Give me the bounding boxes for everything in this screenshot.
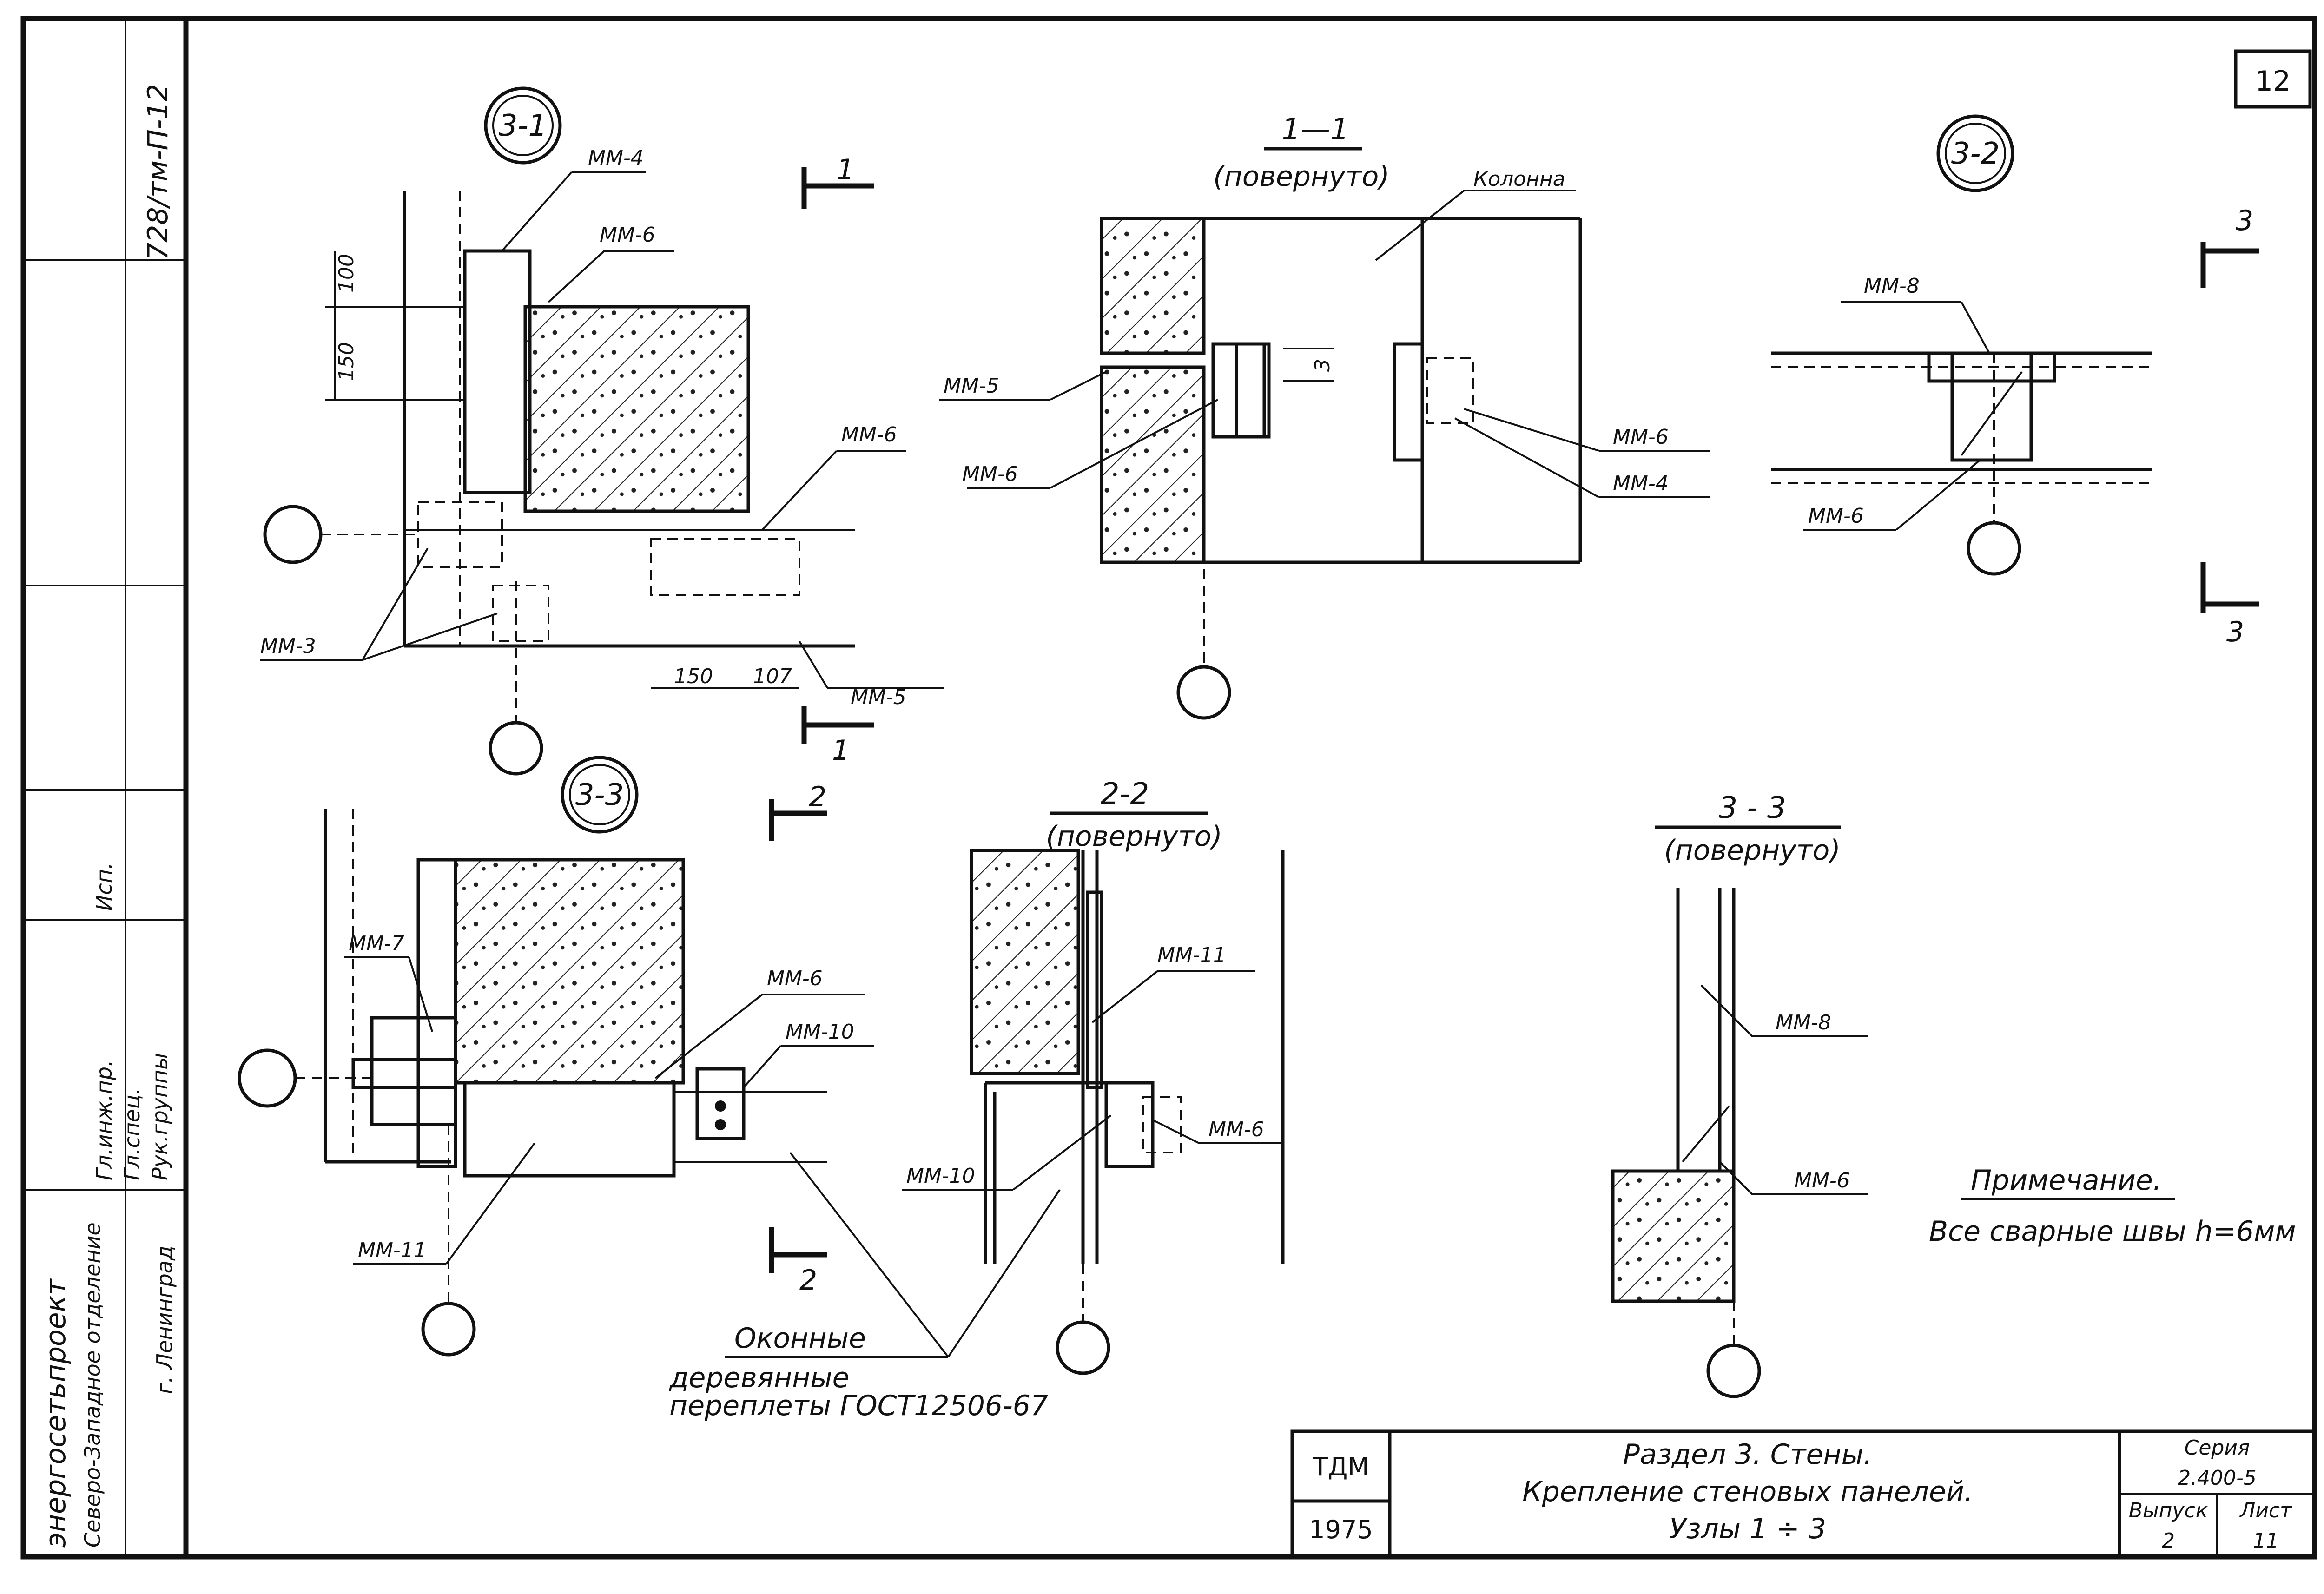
panel-3-3-base [1611, 1169, 1736, 1303]
axis-marker-s33 [1706, 1344, 1761, 1398]
label-mm7-n3: ММ-7 [349, 932, 404, 955]
sheet-number-box [2234, 49, 2312, 109]
dim-100-v: 100 [335, 254, 358, 293]
panel-2-2 [970, 849, 1080, 1075]
label-mm6-n2: ММ-6 [1808, 504, 1864, 528]
axis-marker-n3-left [238, 1048, 297, 1108]
axis-marker-n1-bottom [489, 721, 543, 776]
side-strip: 728/тм-П-12 энергосетьпроект Северо-Запа… [23, 19, 186, 1557]
window-note-line1: Оконные [734, 1322, 866, 1355]
tb-line1: Раздел 3. Стены. [1623, 1438, 1872, 1471]
label-mm6-s11b: ММ-6 [1613, 425, 1669, 449]
side-code: 728/тм-П-12 [142, 84, 174, 260]
label-mm6-s22: ММ-6 [1208, 1118, 1264, 1141]
tb-sheet-label: Лист [2239, 1499, 2292, 1522]
label-mm11-s22: ММ-11 [1157, 943, 1226, 967]
section-1-1: 1—1 (повернуто) Колонна 3 ММ-5 ММ-6 ММ-6… [939, 112, 1710, 720]
axis-marker-n1-left [263, 505, 323, 564]
tb-line2: Крепление стеновых панелей. [1522, 1475, 1973, 1508]
axis-marker-n2 [1967, 521, 2021, 576]
node-3-1: 3-1 150 100 150 107 ММ-4 ММ-6 ММ-6 ММ-5 [260, 86, 944, 776]
cut-3-bottom: 3 [2226, 616, 2244, 648]
note-title: Примечание. [1971, 1164, 2162, 1197]
side-row-1: Гл.инж.пр. [92, 1060, 117, 1180]
axis-marker-s22 [1056, 1320, 1110, 1375]
note-block: Примечание. Все сварные швы h=6мм [1929, 1164, 2296, 1248]
tb-sheet-no: 11 [2253, 1529, 2279, 1553]
label-mm6-s33: ММ-6 [1794, 1169, 1850, 1192]
label-mm6-n3: ММ-6 [767, 967, 823, 990]
label-mm3-n1: ММ-3 [260, 634, 316, 658]
cut-2-top: 2 [809, 781, 826, 813]
label-mm6-n1b: ММ-6 [841, 423, 897, 447]
tb-issue: 2 [2162, 1529, 2175, 1553]
tb-series-label: Серия [2185, 1436, 2250, 1460]
side-row-2: Гл.спец. [119, 1088, 145, 1180]
section-2-2-sub: (повернуто) [1046, 820, 1222, 853]
label-mm5-s11: ММ-5 [944, 374, 999, 398]
dim-150-v: 150 [335, 342, 358, 381]
sheet-number: 12 [2255, 65, 2291, 98]
side-row-3: Рук.группы [147, 1053, 172, 1180]
section-1-1-title: 1—1 [1281, 112, 1349, 147]
tb-issue-label: Выпуск [2129, 1499, 2208, 1522]
label-mm11-n3: ММ-11 [358, 1238, 427, 1262]
tb-year: 1975 [1309, 1515, 1373, 1544]
label-mm8-s33: ММ-8 [1776, 1011, 1831, 1034]
window-note-line2: деревянные [669, 1362, 850, 1394]
title-block: ТДМ 1975 Раздел 3. Стены. Крепление стен… [1290, 1429, 2317, 1559]
note-text: Все сварные швы h=6мм [1929, 1215, 2296, 1248]
cut-1-top: 1 [837, 153, 854, 186]
label-mm6-n1a: ММ-6 [600, 223, 655, 247]
label-mm6-s11a: ММ-6 [962, 462, 1018, 486]
side-city: г. Ленинград [152, 1245, 177, 1394]
tb-org: ТДМ [1312, 1452, 1369, 1482]
section-3-3: 3 - 3 (повернуто) ММ-8 ММ-6 [1611, 791, 1868, 1398]
dim-107-h: 107 [753, 665, 792, 688]
tb-series: 2.400-5 [2178, 1466, 2257, 1490]
panel-3-1 [523, 305, 750, 513]
section-1-1-sub: (повернуто) [1213, 160, 1390, 193]
node-3-3-label: 3-3 [575, 778, 624, 812]
panel-1-1-lower [1100, 365, 1206, 564]
axis-marker-s11 [1176, 665, 1231, 720]
node-3-1-label: 3-1 [499, 109, 548, 143]
node-3-3: 3-3 ММ-7 ММ-6 ММ-10 ММ-11 2 [238, 756, 874, 1357]
label-mm8-n2: ММ-8 [1864, 274, 1920, 298]
panel-3-3 [454, 858, 685, 1085]
label-mm10-s22: ММ-10 [906, 1164, 975, 1188]
section-3-3-title: 3 - 3 [1718, 791, 1786, 825]
dim-3: 3 [1311, 359, 1334, 372]
tb-line3: Узлы 1 ÷ 3 [1669, 1513, 1826, 1545]
section-2-2-title: 2-2 [1101, 777, 1149, 811]
label-column: Колонна [1473, 167, 1565, 191]
window-note: Оконные деревянные переплеты ГОСТ12506-6… [669, 1152, 1061, 1422]
outer-frame [20, 16, 2317, 1560]
label-mm10-n3: ММ-10 [786, 1020, 854, 1044]
window-note-line3: переплеты ГОСТ12506-67 [669, 1390, 1048, 1422]
cut-1-bottom: 1 [832, 734, 850, 767]
section-3-3-sub: (повернуто) [1664, 834, 1841, 867]
label-mm5-n1: ММ-5 [851, 685, 906, 709]
node-3-2-label: 3-2 [1951, 137, 2000, 171]
label-mm4-s11: ММ-4 [1613, 472, 1669, 495]
label-mm4-n1: ММ-4 [588, 146, 644, 170]
side-org: энергосетьпроект [40, 1278, 72, 1548]
node-3-2: 3-2 ММ-8 ММ-6 3 3 [1771, 114, 2259, 648]
cut-3-top: 3 [2236, 204, 2253, 237]
axis-marker-n3-bottom [421, 1302, 476, 1357]
panel-1-1-upper [1100, 217, 1206, 355]
section-2-2: 2-2 (повернуто) ММ-11 ММ-10 ММ-6 [902, 777, 1285, 1375]
side-branch: Северо-Западное отделение [80, 1222, 105, 1548]
cut-2-bottom: 2 [799, 1264, 817, 1297]
dim-150-h: 150 [674, 665, 713, 688]
side-row-4: Исп. [92, 863, 117, 911]
